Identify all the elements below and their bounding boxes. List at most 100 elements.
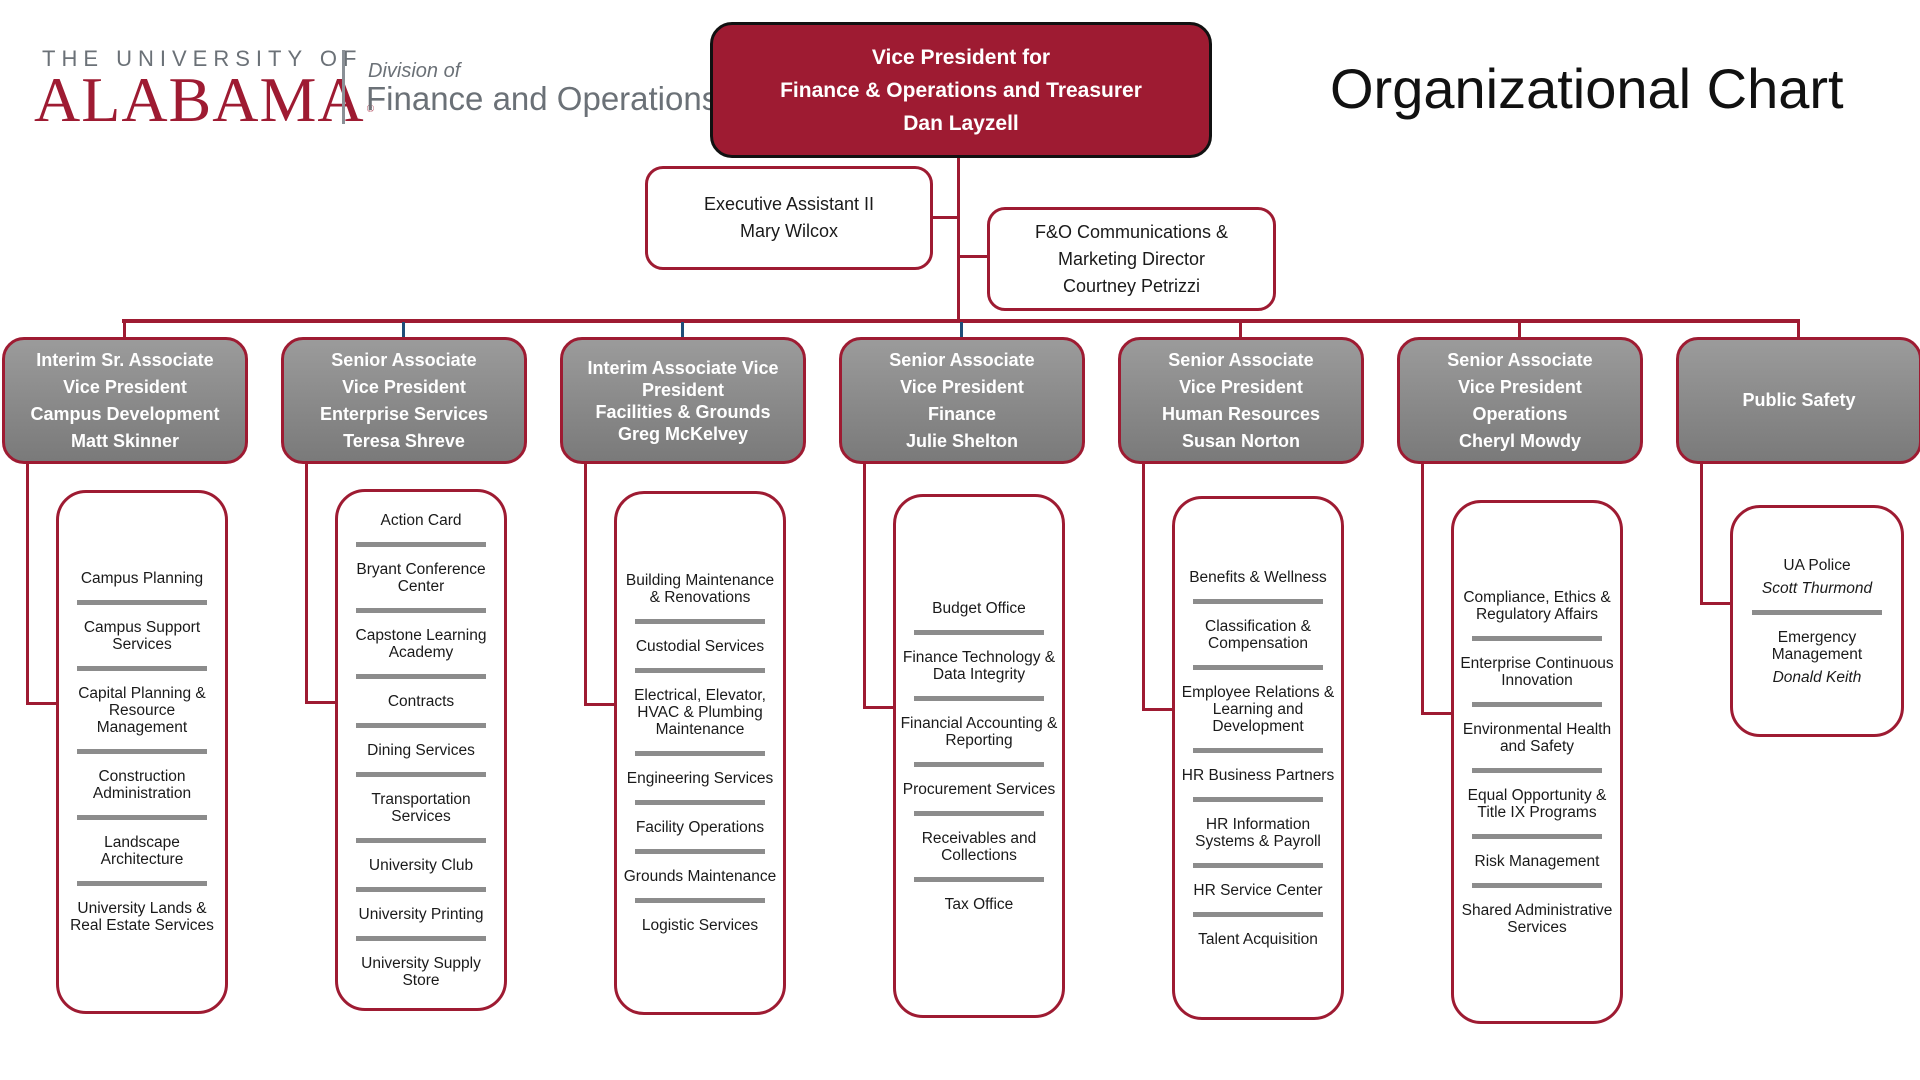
department-item[interactable]: Benefits & Wellness: [1189, 568, 1327, 586]
department-item[interactable]: HR Information Systems & Payroll: [1195, 815, 1321, 850]
department-separator: [914, 810, 1044, 816]
department-item[interactable]: HR Business Partners: [1181, 766, 1335, 784]
director-title-line: Human Resources: [1161, 403, 1321, 424]
department-separator: [356, 935, 486, 941]
communications-title-line1: F&O Communications &: [1034, 221, 1229, 242]
department-item[interactable]: Campus Planning: [80, 570, 204, 587]
department-item[interactable]: Classification & Compensation: [1205, 617, 1311, 652]
department-item[interactable]: Capital Planning & Resource Management: [78, 685, 206, 736]
director-drop-line: [402, 322, 405, 338]
communications-title-line2: Marketing Director: [1057, 248, 1206, 269]
department-separator: [356, 771, 486, 777]
department-connector-horizontal: [26, 702, 58, 705]
department-item[interactable]: Transportation Services: [371, 790, 471, 825]
director-title-line: Vice President: [900, 376, 1024, 397]
department-connector-vertical: [26, 461, 29, 702]
logo-divider: [342, 50, 345, 124]
exec-assistant-name: Mary Wilcox: [740, 221, 838, 241]
department-separator: [77, 881, 207, 886]
department-item[interactable]: University Printing: [358, 905, 484, 923]
director-drop-line: [1518, 322, 1521, 338]
director-drop-line: [960, 322, 963, 338]
department-item[interactable]: Budget Office: [932, 599, 1026, 617]
department-connector-horizontal: [1700, 602, 1732, 605]
department-item[interactable]: Capstone Learning Academy: [355, 626, 487, 661]
department-item[interactable]: HR Service Center: [1193, 881, 1323, 899]
director-title-line: Senior Associate: [889, 349, 1035, 370]
department-item[interactable]: Grounds Maintenance: [623, 868, 777, 885]
department-item[interactable]: University Lands & Real Estate Services: [70, 900, 214, 934]
department-item[interactable]: Shared Administrative Services: [1461, 901, 1613, 936]
director-drop-line: [1797, 322, 1800, 338]
department-item[interactable]: Landscape Architecture: [100, 834, 184, 868]
department-item[interactable]: Receivables and Collections: [921, 829, 1037, 864]
department-item[interactable]: Risk Management: [1474, 852, 1600, 870]
director-title-line: Vice President: [1458, 376, 1582, 397]
department-item[interactable]: Employee Relations & Learning and Develo…: [1181, 683, 1335, 735]
director-name: Cheryl Mowdy: [1458, 430, 1582, 451]
department-connector-vertical: [1421, 461, 1424, 712]
exec-assistant-box[interactable]: Executive Assistant II Mary Wilcox: [645, 166, 933, 270]
director-box[interactable]: Public Safety: [1676, 337, 1920, 464]
department-item[interactable]: Logistic Services: [641, 917, 759, 934]
communications-name: Courtney Petrizzi: [1062, 275, 1201, 296]
department-separator: [635, 800, 765, 805]
department-item[interactable]: Dining Services: [367, 741, 475, 759]
department-item[interactable]: Facility Operations: [635, 819, 765, 836]
director-title-line: Interim Sr. Associate: [36, 349, 214, 370]
department-item[interactable]: Electrical, Elevator, HVAC & Plumbing Ma…: [634, 687, 766, 738]
department-item[interactable]: Talent Acquisition: [1198, 930, 1318, 948]
department-item[interactable]: University Supply Store: [361, 954, 481, 989]
department-item[interactable]: University Club: [368, 856, 474, 874]
department-item[interactable]: Finance Technology & Data Integrity: [902, 648, 1056, 683]
department-item[interactable]: Environmental Health and Safety: [1462, 720, 1612, 755]
department-item[interactable]: Campus Support Services: [83, 619, 201, 653]
department-separator: [356, 607, 486, 613]
director-title-line: Senior Associate: [1168, 349, 1314, 370]
department-item[interactable]: Action Card: [380, 511, 462, 529]
department-separator: [914, 876, 1044, 882]
department-item[interactable]: Engineering Services: [626, 770, 774, 787]
communications-director-box[interactable]: F&O Communications & Marketing Director …: [987, 207, 1276, 311]
department-separator: [914, 629, 1044, 635]
vp-title-line1: Vice President for: [871, 45, 1051, 69]
department-separator: [1193, 911, 1323, 917]
department-connector-vertical: [584, 461, 587, 703]
exec-assistant-title: Executive Assistant II: [703, 194, 875, 214]
director-name: Greg McKelvey: [617, 423, 749, 444]
department-separator: [77, 815, 207, 820]
department-item[interactable]: Enterprise Continuous Innovation: [1460, 654, 1614, 689]
department-item[interactable]: Custodial Services: [635, 638, 765, 655]
director-title-line: Operations: [1472, 403, 1568, 424]
department-item[interactable]: Tax Office: [944, 895, 1014, 913]
department-item[interactable]: Construction Administration: [92, 768, 192, 802]
department-separator: [1472, 701, 1602, 707]
department-separator: [1193, 664, 1323, 670]
department-item[interactable]: Building Maintenance & Renovations: [625, 572, 775, 606]
department-item[interactable]: Compliance, Ethics & Regulatory Affairs: [1463, 588, 1611, 623]
vp-box[interactable]: Vice President for Finance & Operations …: [710, 22, 1212, 158]
director-title-line: Senior Associate: [1447, 349, 1593, 370]
department-separator: [1752, 609, 1882, 615]
department-item[interactable]: Equal Opportunity & Title IX Programs: [1467, 786, 1607, 821]
department-item[interactable]: Financial Accounting & Reporting: [900, 714, 1058, 749]
director-title-line: Finance: [927, 403, 997, 424]
department-separator: [1193, 747, 1323, 753]
vp-name: Dan Layzell: [903, 111, 1019, 135]
department-item[interactable]: Bryant Conference Center: [356, 560, 486, 595]
department-item[interactable]: Procurement Services: [902, 780, 1056, 798]
department-item[interactable]: Contracts: [387, 692, 455, 710]
department-separator: [356, 673, 486, 679]
communications-connector: [958, 255, 988, 258]
director-title-line: Vice President: [342, 376, 466, 397]
